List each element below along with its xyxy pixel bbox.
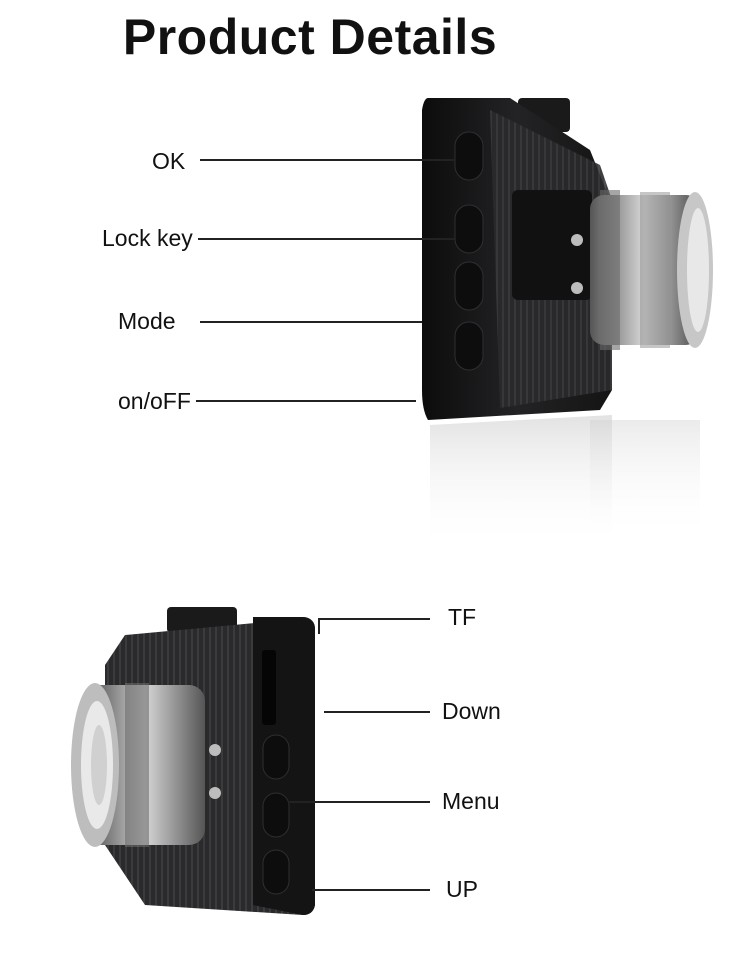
- down-button-label: Down: [442, 698, 501, 724]
- lock-key-leader-line: [198, 238, 456, 240]
- menu-leader-line: [288, 801, 430, 803]
- dashcam-side-view-image: [422, 98, 713, 550]
- tf-slot-label: TF: [448, 604, 477, 630]
- on-off-leader-line: [196, 400, 416, 402]
- mode-label: Mode: [118, 308, 176, 334]
- ok-button-label: OK: [152, 148, 186, 174]
- mode-leader-line: [200, 321, 422, 323]
- up-button-label: UP: [446, 876, 478, 902]
- up-leader-line: [312, 889, 430, 891]
- on-off-label: on/oFF: [118, 388, 191, 414]
- dashcam-rear-view-image: [71, 607, 315, 915]
- page-title: Product Details: [122, 9, 498, 65]
- tf-leader-line: [318, 618, 430, 620]
- down-leader-line: [324, 711, 430, 713]
- ok-leader-line: [200, 159, 455, 161]
- menu-button-label: Menu: [442, 788, 500, 814]
- lock-key-label: Lock key: [102, 225, 193, 251]
- tf-leader-elbow: [318, 618, 320, 634]
